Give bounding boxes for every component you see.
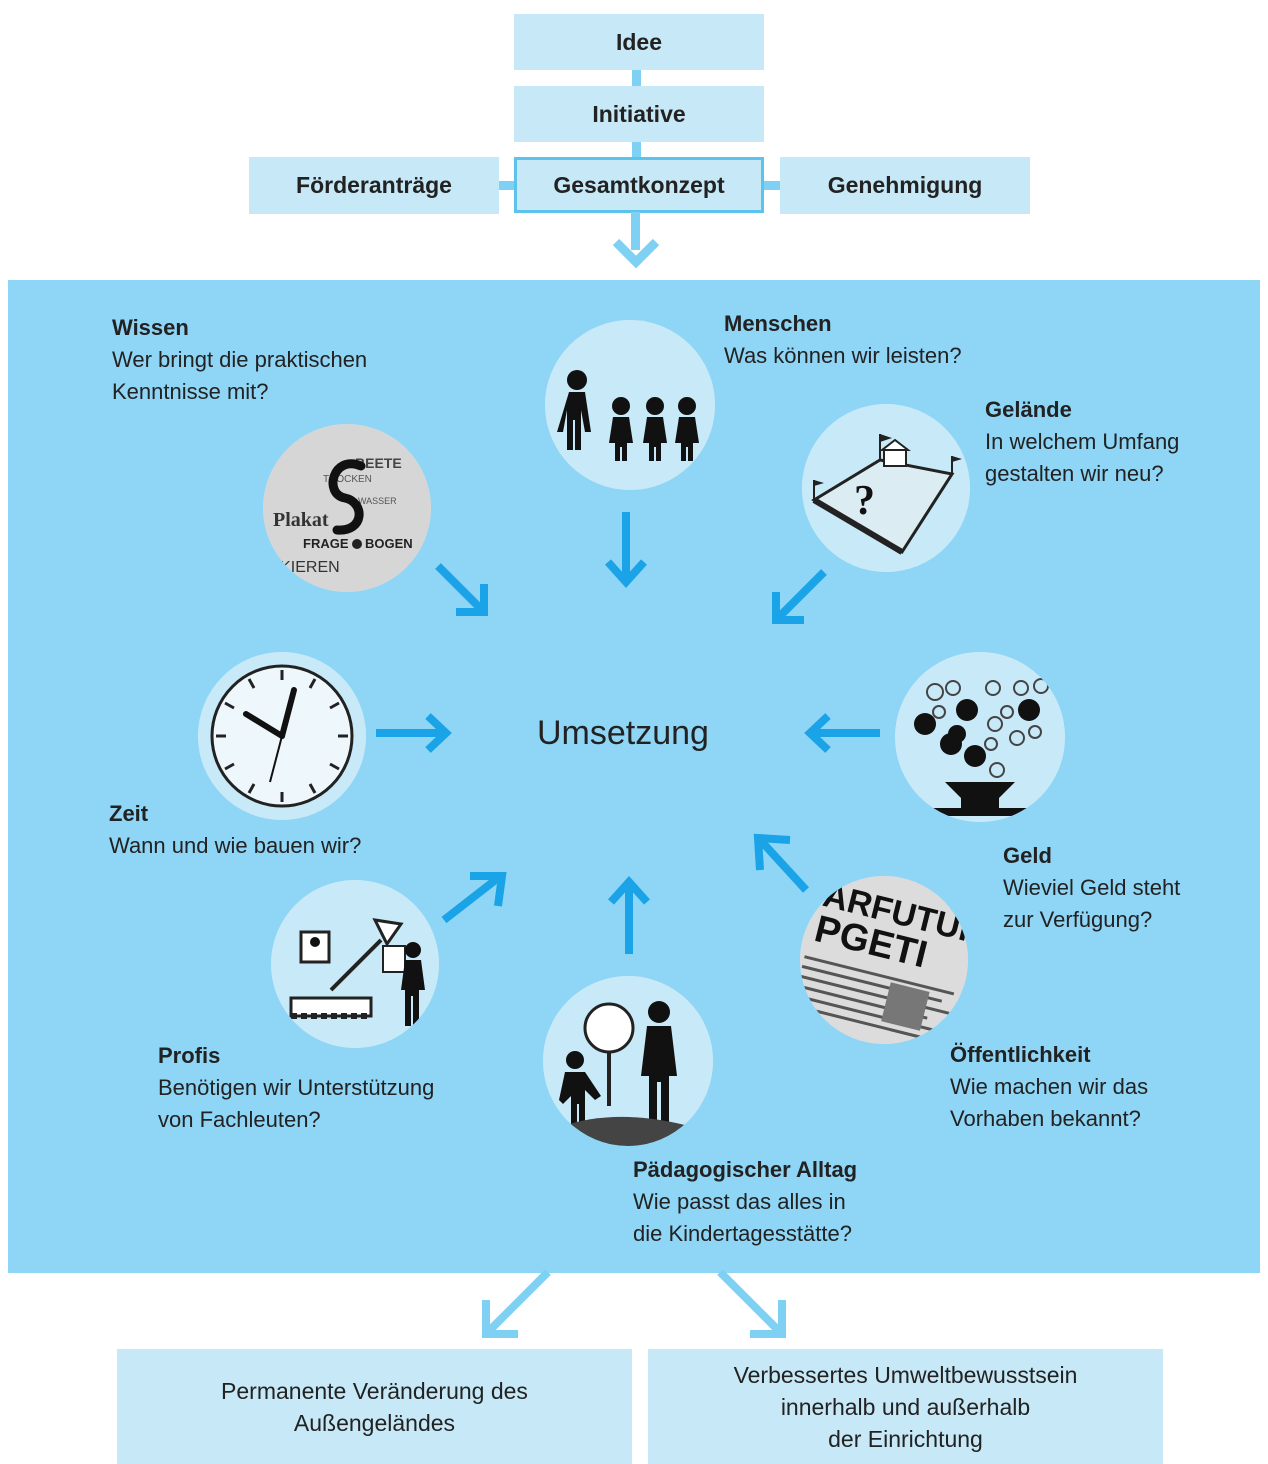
coins-icon	[895, 652, 1065, 822]
center-label-umsetzung: Umsetzung	[537, 714, 709, 752]
oeffentlichkeit-image: ARFUTUR PGETI	[800, 876, 968, 1044]
svg-text:?: ?	[854, 478, 875, 524]
arrow-result-right	[717, 1270, 786, 1338]
arrow-gelaende	[772, 569, 827, 624]
arrow-alltag	[608, 876, 650, 954]
result-right: Verbessertes Umweltbewusstsein innerhalb…	[648, 1349, 1163, 1464]
box-genehmigung: Genehmigung	[780, 157, 1030, 214]
zeit-image	[198, 652, 366, 820]
alltag-image	[543, 976, 713, 1146]
arrow-down-to-panel	[612, 212, 660, 269]
box-idee: Idee	[514, 14, 764, 70]
node-title: Pädagogischer Alltag	[633, 1157, 858, 1182]
gelaende-image: ?	[802, 404, 970, 572]
wissen-s-icon	[328, 459, 366, 535]
wissen-word-3: Plakat	[273, 509, 329, 531]
construction-icon	[271, 880, 439, 1048]
node-title: Öffentlichkeit	[950, 1042, 1091, 1067]
node-desc: Wie machen wir das Vorhaben bekannt?	[950, 1074, 1149, 1131]
wissen-word-4: FRAGE	[303, 536, 349, 551]
people-icon	[545, 320, 715, 490]
connector-foerder-gesamt	[497, 181, 517, 190]
node-menschen: Menschen Was können wir leisten?	[724, 308, 1084, 372]
node-desc: Wie passt das alles in die Kindertagesst…	[633, 1189, 852, 1246]
profis-image	[271, 880, 439, 1048]
arrow-result-left	[482, 1270, 551, 1338]
node-oeffentlichkeit: Öffentlichkeit Wie machen wir das Vorhab…	[950, 1039, 1250, 1135]
node-geld: Geld Wieviel Geld steht zur Verfügung?	[1003, 840, 1253, 936]
node-title: Wissen	[112, 315, 189, 340]
connector-initiative-gesamtkonzept	[632, 140, 641, 158]
box-gesamtkonzept: Gesamtkonzept	[514, 157, 764, 213]
box-initiative: Initiative	[514, 86, 764, 142]
wissen-word-1: BEETE	[355, 455, 402, 471]
node-desc: Was können wir leisten?	[724, 343, 962, 368]
connector-idee-initiative	[632, 68, 641, 88]
node-desc: Wieviel Geld steht zur Verfügung?	[1003, 875, 1181, 932]
node-gelaende: Gelände In welchem Umfang gestalten wir …	[985, 394, 1265, 490]
connector-gesamt-genehmigung	[762, 181, 782, 190]
clock-icon	[198, 652, 366, 820]
arrow-wissen	[435, 563, 488, 616]
terrain-icon: ?	[802, 404, 970, 572]
menschen-image	[545, 320, 715, 490]
arrow-zeit	[376, 713, 452, 753]
newspaper-icon: ARFUTUR PGETI	[800, 876, 968, 1044]
node-alltag: Pädagogischer Alltag Wie passt das alles…	[633, 1154, 1033, 1250]
wissen-dot	[352, 539, 362, 549]
node-profis: Profis Benötigen wir Unterstützung von F…	[158, 1040, 538, 1136]
wissen-word-2: TROCKEN	[323, 474, 372, 485]
node-title: Gelände	[985, 397, 1072, 422]
tree-planting-icon	[543, 976, 713, 1146]
node-wissen: Wissen Wer bringt die praktischen Kenntn…	[112, 312, 472, 408]
node-desc: In welchem Umfang gestalten wir neu?	[985, 429, 1180, 486]
geld-image	[895, 652, 1065, 822]
node-title: Profis	[158, 1043, 221, 1068]
node-title: Menschen	[724, 311, 832, 336]
node-zeit: Zeit Wann und wie bauen wir?	[109, 798, 469, 862]
wissen-word-7: WASSER	[358, 496, 397, 506]
result-left: Permanente Veränderung des Außengeländes	[117, 1349, 632, 1464]
wissen-image: BEETE TROCKEN Plakat FRAGE BOGEN PIKIERE…	[263, 424, 431, 592]
node-title: Zeit	[109, 801, 149, 826]
arrow-profis	[441, 872, 507, 924]
node-desc: Benötigen wir Unterstützung von Fachleut…	[158, 1075, 435, 1132]
arrow-menschen	[605, 512, 647, 588]
arrow-oeffentlichkeit	[753, 833, 809, 893]
node-title: Geld	[1003, 843, 1052, 868]
node-desc: Wann und wie bauen wir?	[109, 833, 362, 858]
wissen-word-5: BOGEN	[365, 536, 413, 551]
arrow-geld	[804, 713, 880, 753]
box-foerderantraege: Förderanträge	[249, 157, 499, 214]
node-desc: Wer bringt die praktischen Kenntnisse mi…	[112, 347, 368, 404]
